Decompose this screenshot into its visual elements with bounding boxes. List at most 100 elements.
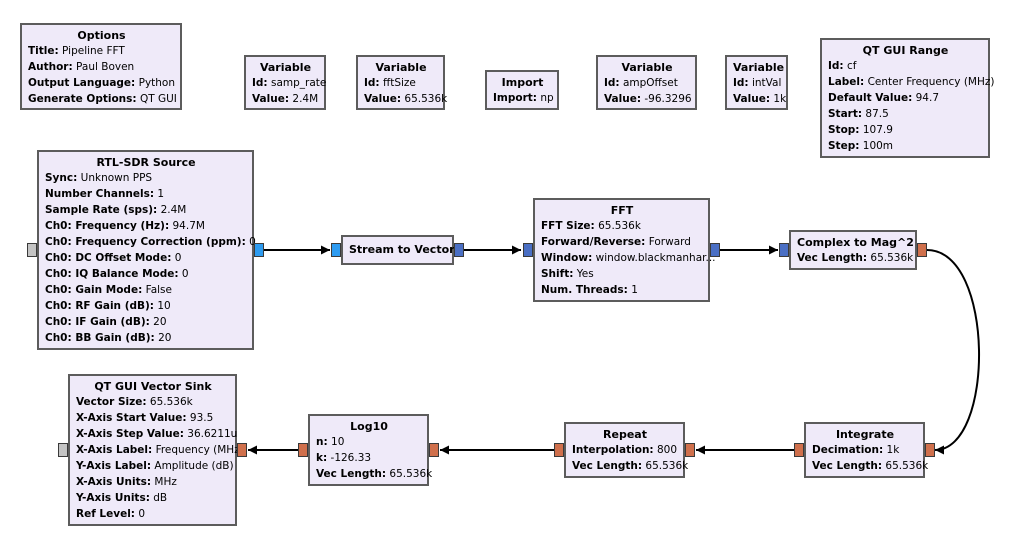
param-key: Vec Length: [316, 468, 387, 480]
block-title: Integrate [835, 428, 895, 441]
stream-to-vector-block[interactable]: Stream to Vector [341, 235, 455, 265]
log10-input-port[interactable] [429, 443, 439, 457]
param-row: Value: -96.3296 [604, 91, 692, 107]
fft-input-port[interactable] [523, 243, 533, 257]
param-value: samp_rate [270, 77, 327, 89]
param-key: Value: [252, 93, 290, 105]
param-row: n: 10 [316, 434, 422, 450]
param-value: Paul Boven [76, 61, 135, 73]
param-value: 1k [773, 93, 787, 105]
param-row: k: -126.33 [316, 450, 422, 466]
param-key: Y-Axis Units: [76, 492, 150, 504]
param-key: Ch0: IQ Balance Mode: [45, 268, 179, 280]
param-key: Id: [252, 77, 268, 89]
complex-to-mag2-input-port[interactable] [779, 243, 789, 257]
param-key: Generate Options: [28, 93, 137, 105]
param-row: Ch0: IQ Balance Mode: 0 [45, 266, 247, 282]
param-row: X-Axis Label: Frequency (MHz) [76, 442, 244, 458]
integrate-input-port[interactable] [925, 443, 935, 457]
wire-complex-to-mag2-to-integrate[interactable] [926, 249, 981, 455]
param-value: 65.536k [404, 93, 448, 105]
vector-sink-message-port[interactable] [58, 443, 68, 457]
rtlsdr-message-port[interactable] [27, 243, 37, 257]
param-key: Id: [828, 60, 844, 72]
param-key: Value: [364, 93, 402, 105]
param-value: Forward [648, 236, 691, 248]
param-row: Number Channels: 1 [45, 186, 247, 202]
param-row: Interpolation: 800 [572, 442, 678, 458]
param-value: QT GUI [139, 93, 177, 105]
param-value: cf [846, 60, 857, 72]
param-key: X-Axis Step Value: [76, 428, 184, 440]
param-value: 0 [181, 268, 189, 280]
param-key: Default Value: [828, 92, 913, 104]
param-key: k: [316, 452, 328, 464]
block-title: Variable [375, 61, 427, 74]
param-value: np [540, 92, 554, 104]
block-title: RTL-SDR Source [96, 156, 196, 169]
param-row: Vec Length: 65.536k [316, 466, 432, 482]
param-row: Vector Size: 65.536k [76, 394, 230, 410]
param-value: 87.5 [865, 108, 889, 120]
param-row: Sync: Unknown PPS [45, 170, 247, 186]
param-key: Ch0: BB Gain (dB): [45, 332, 155, 344]
param-key: Shift: [541, 268, 574, 280]
param-value: 65.536k [645, 460, 689, 472]
repeat-input-port[interactable] [685, 443, 695, 457]
vector-sink-input-port[interactable] [237, 443, 247, 457]
param-row: Id: ampOffset [604, 75, 690, 91]
param-key: Id: [364, 77, 380, 89]
param-key: Vec Length: [797, 252, 868, 264]
param-value: Pipeline FFT [62, 45, 125, 57]
param-value: 65.536k [885, 460, 929, 472]
rtlsdr-output-port[interactable] [254, 243, 264, 257]
stream-to-vector-output-port[interactable] [454, 243, 464, 257]
fft-output-port[interactable] [710, 243, 720, 257]
param-value: 65.536k [149, 396, 193, 408]
param-key: Ch0: Frequency (Hz): [45, 220, 170, 232]
log10-output-port[interactable] [298, 443, 308, 457]
repeat-output-port[interactable] [554, 443, 564, 457]
param-key: Step: [828, 140, 860, 152]
param-value: 2.4M [292, 93, 319, 105]
param-row: Y-Axis Units: dB [76, 490, 230, 506]
param-row: Ch0: Frequency Correction (ppm): 0 [45, 234, 256, 250]
param-row: Ref Level: 0 [76, 506, 230, 522]
param-value: 65.536k [870, 252, 914, 264]
param-value: fftSize [382, 77, 416, 89]
param-row: Ch0: IF Gain (dB): 20 [45, 314, 247, 330]
param-row: Shift: Yes [541, 266, 703, 282]
param-value: Center Frequency (MHz) [867, 76, 995, 88]
param-key: X-Axis Units: [76, 476, 152, 488]
param-row: X-Axis Units: MHz [76, 474, 230, 490]
param-row: Step: 100m [828, 138, 983, 154]
param-value: 1 [631, 284, 638, 296]
block-title: Log10 [350, 420, 388, 433]
stream-to-vector-input-port[interactable] [331, 243, 341, 257]
block-title: FFT [610, 204, 634, 217]
param-value: 100m [862, 140, 894, 152]
param-key: Ch0: IF Gain (dB): [45, 316, 150, 328]
param-key: Y-Axis Label: [76, 460, 152, 472]
param-row: Sample Rate (sps): 2.4M [45, 202, 247, 218]
param-row: Ch0: DC Offset Mode: 0 [45, 250, 247, 266]
complex-to-mag2-output-port[interactable] [917, 243, 927, 257]
param-row: Id: cf [828, 58, 983, 74]
param-value: Python [138, 77, 176, 89]
param-row: Value: 2.4M [252, 91, 319, 107]
integrate-output-port[interactable] [794, 443, 804, 457]
